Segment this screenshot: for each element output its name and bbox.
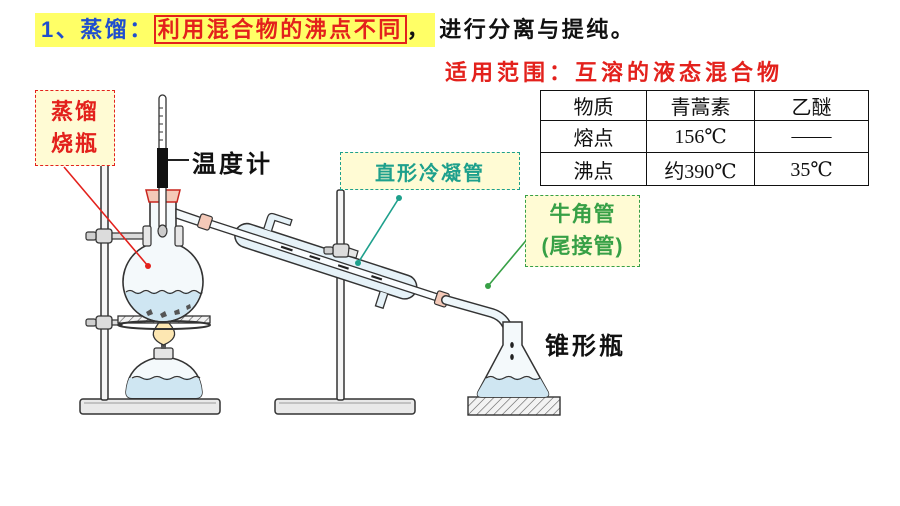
table-cell: 约390℃ bbox=[646, 152, 755, 186]
condenser-inlet-stopper bbox=[197, 213, 213, 231]
table-cell: 35℃ bbox=[754, 152, 869, 186]
condensate-drops bbox=[280, 245, 383, 281]
clamp-jaw-right bbox=[174, 225, 184, 247]
lamp-neck bbox=[153, 347, 174, 360]
lamp-wick bbox=[161, 343, 166, 349]
label-line: (尾接管) bbox=[541, 235, 624, 258]
label-distillation-flask: 蒸馏 烧瓶 bbox=[35, 90, 115, 166]
label-adapter: 牛角管 (尾接管) bbox=[525, 195, 640, 267]
conical-flask bbox=[476, 321, 550, 398]
label-line: 蒸馏 bbox=[50, 99, 99, 124]
thermometer bbox=[157, 94, 168, 238]
table-header-cell: 青蒿素 bbox=[646, 90, 755, 121]
thermometer-scale bbox=[159, 107, 163, 141]
title-highlight-band: 1、蒸馏：利用混合物的沸点不同， bbox=[35, 13, 436, 47]
clamp-arm bbox=[111, 232, 147, 240]
distillate-drop-1 bbox=[510, 342, 514, 348]
lamp-fuel-surface bbox=[131, 375, 201, 381]
table-header-cell: 乙醚 bbox=[754, 90, 869, 121]
ring-boss-head bbox=[95, 315, 113, 330]
label-straight-condenser: 直形冷凝管 bbox=[340, 152, 520, 190]
slide-title: 1、蒸馏：利用混合物的沸点不同，进行分离与提纯。 bbox=[35, 13, 635, 47]
table-row: 熔点 156℃ —— bbox=[540, 120, 869, 153]
title-comma: ， bbox=[406, 17, 432, 42]
distillate-drop-2 bbox=[510, 354, 514, 360]
properties-table: 物质 青蒿素 乙醚 熔点 156℃ —— 沸点 约390℃ 35℃ bbox=[540, 90, 869, 186]
thermometer-bulb bbox=[157, 224, 168, 238]
table-cell: 沸点 bbox=[540, 152, 647, 186]
clamp-jaw-left bbox=[142, 225, 152, 247]
lamp-fuel bbox=[126, 378, 202, 398]
table-header-cell: 物质 bbox=[540, 90, 647, 121]
title-rest: 进行分离与提纯。 bbox=[439, 17, 636, 42]
label-conical-flask: 锥形瓶 bbox=[545, 333, 626, 360]
title-key-phrase-box: 利用混合物的沸点不同 bbox=[153, 15, 407, 44]
clamp-boss-knob bbox=[85, 231, 97, 241]
right-stand-rod bbox=[336, 189, 345, 401]
label-thermometer: 温度计 bbox=[192, 151, 273, 178]
title-number: 1、蒸馏： bbox=[41, 17, 154, 42]
condenser-inner-tube bbox=[203, 217, 445, 304]
conical-flask-liquid-surface bbox=[485, 375, 541, 381]
scope-line: 适用范围：互溶的液态混合物 bbox=[445, 60, 784, 85]
right-stand-base bbox=[274, 398, 416, 415]
label-line: 直形冷凝管 bbox=[375, 162, 485, 185]
table-row: 沸点 约390℃ 35℃ bbox=[540, 152, 869, 186]
table-cell: —— bbox=[754, 120, 869, 153]
table-cell: 熔点 bbox=[540, 120, 647, 153]
pointer-flask bbox=[63, 166, 151, 269]
right-iron-stand bbox=[274, 189, 416, 415]
water-inlet-tube bbox=[374, 291, 389, 310]
adapter-tube bbox=[441, 295, 515, 342]
straight-condenser bbox=[197, 212, 450, 310]
condenser-clamp bbox=[323, 243, 359, 259]
alcohol-lamp bbox=[125, 343, 203, 399]
support-block bbox=[467, 396, 561, 416]
ring-boss-knob bbox=[85, 318, 97, 327]
thermometer-column bbox=[157, 148, 168, 188]
table-cell: 156℃ bbox=[646, 120, 755, 153]
water-outlet-tube bbox=[263, 212, 293, 232]
flask-liquid-surface bbox=[125, 289, 203, 295]
table-header-row: 物质 青蒿素 乙醚 bbox=[540, 90, 869, 121]
left-stand-base bbox=[79, 398, 221, 415]
distillation-flask bbox=[122, 189, 206, 323]
conical-flask-liquid bbox=[477, 378, 549, 397]
condenser-clamp-boss bbox=[332, 243, 350, 258]
boiling-chips bbox=[146, 304, 191, 318]
label-line: 烧瓶 bbox=[50, 131, 99, 156]
condenser-clamp-knob bbox=[323, 246, 334, 255]
label-line: 牛角管 bbox=[549, 203, 616, 226]
clamp-boss-head bbox=[95, 228, 113, 244]
pointer-condenser bbox=[355, 195, 402, 266]
flask-clamp bbox=[85, 225, 184, 247]
condenser-clamp-jaw bbox=[347, 247, 359, 259]
